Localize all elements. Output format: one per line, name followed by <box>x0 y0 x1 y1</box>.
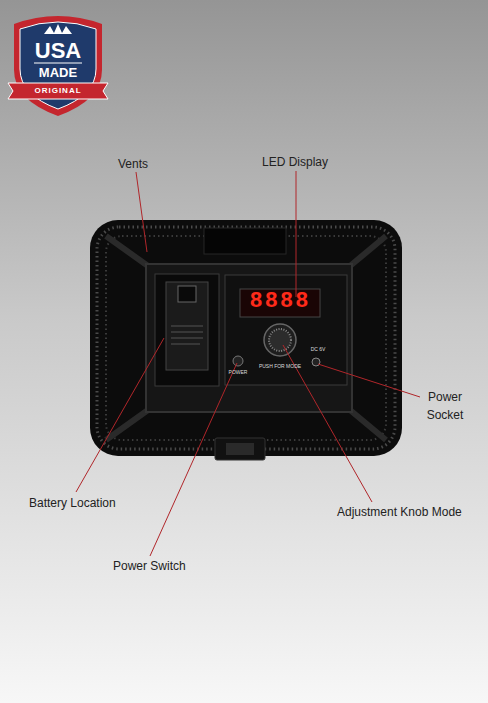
badge-text: USA <box>18 38 98 64</box>
callout-label: Adjustment Knob Mode <box>337 505 462 519</box>
panel-rib <box>106 236 148 266</box>
sticker-line <box>171 326 203 327</box>
badge-rays <box>44 24 72 34</box>
badge-shield <box>14 16 102 116</box>
callout-label: Vents <box>118 157 148 171</box>
panel-rib <box>350 236 386 266</box>
badge-ribbon <box>8 83 108 99</box>
panel-body <box>90 220 402 456</box>
vents <box>106 236 386 440</box>
callout-label: Power Socket <box>420 388 470 424</box>
sticker-line <box>171 338 203 339</box>
sticker-line <box>171 332 203 333</box>
badge-ribbon-text: ORIGINAL <box>13 86 103 96</box>
badge-text: MADE <box>18 65 98 81</box>
sticker-line <box>171 344 200 345</box>
power-switch <box>233 356 243 366</box>
leader-line <box>76 338 164 492</box>
power-socket <box>312 358 320 366</box>
recess <box>146 264 352 412</box>
leader-line <box>318 364 420 397</box>
panel-rib <box>106 410 148 440</box>
leader-line <box>296 171 297 297</box>
battery-contact <box>178 286 196 302</box>
display-digits: 8888 <box>240 289 320 315</box>
panel-marking: PUSH FOR MODE <box>252 363 308 369</box>
leader-line <box>136 172 147 252</box>
vents <box>97 227 395 449</box>
battery-slot <box>155 274 219 386</box>
top-slot <box>204 228 286 254</box>
callout-label: LED Display <box>262 155 328 169</box>
callout-label: Battery Location <box>29 496 116 510</box>
adjustment-knob <box>264 324 296 356</box>
mount-bracket <box>215 438 265 460</box>
battery-plate <box>166 282 208 370</box>
leader-line <box>150 363 237 556</box>
panel-marking: POWER <box>226 369 250 375</box>
led-display <box>240 289 320 317</box>
panel-marking: DC 6V <box>306 346 330 352</box>
callout-label: Power Switch <box>113 559 186 573</box>
panel-rib <box>350 410 386 440</box>
knob-grip <box>269 329 291 351</box>
mount-slot <box>226 443 254 455</box>
control-panel <box>225 275 347 385</box>
